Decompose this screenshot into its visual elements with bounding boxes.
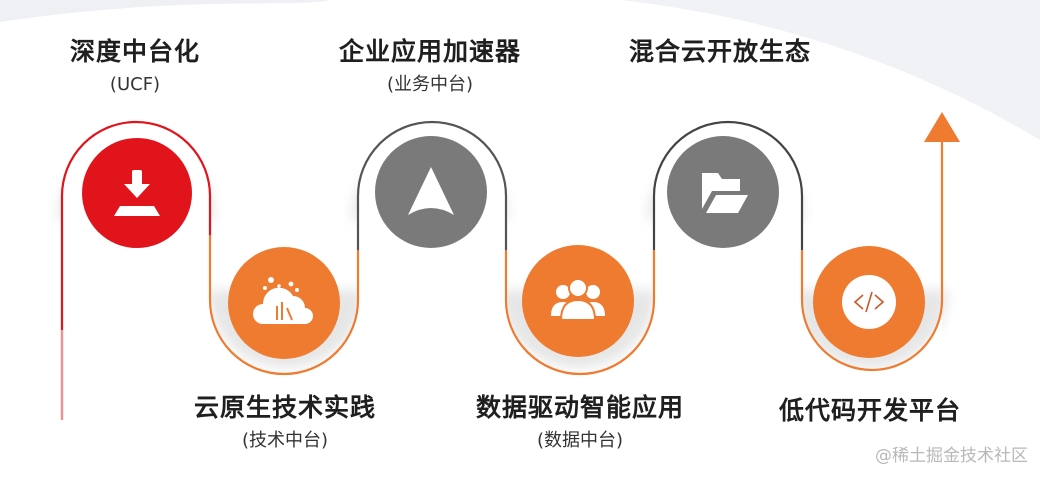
- navigation-arrow-icon: [408, 167, 454, 215]
- step-4-label: 数据驱动智能应用 (数据中台): [455, 392, 705, 454]
- users-group-icon: [551, 278, 605, 321]
- cloud-chart-icon: [253, 277, 313, 324]
- download-tray-icon: [114, 170, 160, 216]
- step-5-node: [667, 136, 779, 248]
- step-1-title: 深度中台化: [69, 37, 200, 66]
- code-icon: [853, 291, 885, 313]
- step-4-node: [522, 245, 634, 357]
- step-5-title: 混合云开放生态: [628, 37, 811, 66]
- step-2-label: 云原生技术实践 (技术中台): [170, 392, 400, 454]
- step-6-title: 低代码开发平台: [778, 396, 961, 425]
- step-2-subtitle: (技术中台): [241, 430, 329, 451]
- step-1-node: [82, 138, 192, 248]
- step-2-title: 云原生技术实践: [193, 393, 376, 422]
- step-4-subtitle: (数据中台): [536, 430, 624, 451]
- step-6-node: [813, 246, 925, 358]
- step-1-label: 深度中台化 (UCF): [40, 36, 230, 98]
- watermark: @稀土掘金技术社区: [875, 446, 1028, 466]
- folder-open-icon: [702, 173, 748, 213]
- step-3-label: 企业应用加速器 (业务中台): [320, 36, 540, 98]
- step-2-node: [228, 247, 340, 359]
- step-3-title: 企业应用加速器: [338, 37, 521, 66]
- step-3-subtitle: (业务中台): [386, 74, 474, 95]
- code-icon-bg: [842, 275, 896, 329]
- step-1-subtitle: (UCF): [109, 74, 161, 95]
- step-5-label: 混合云开放生态: [610, 36, 830, 68]
- step-6-label: 低代码开发平台: [755, 395, 985, 427]
- arrow-up-icon: [924, 112, 960, 142]
- step-4-title: 数据驱动智能应用: [475, 393, 684, 422]
- step-3-node: [375, 136, 487, 248]
